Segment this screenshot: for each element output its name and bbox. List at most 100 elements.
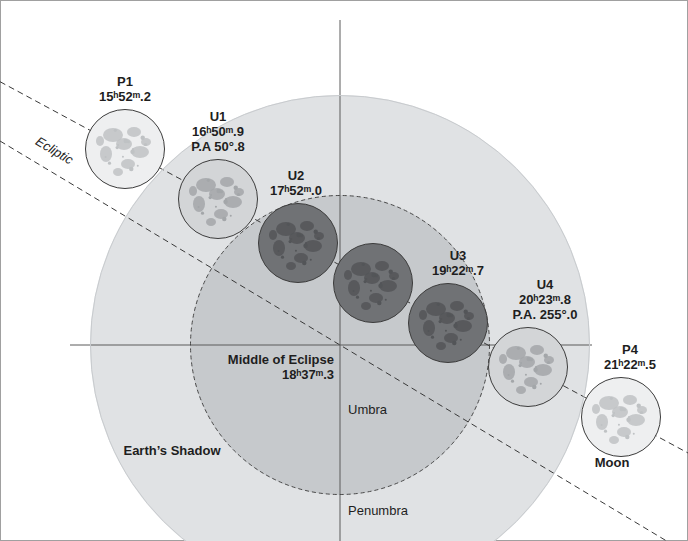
moon-face <box>582 378 661 457</box>
moon-crater <box>467 317 470 320</box>
moon-crater <box>287 223 290 226</box>
moon-mare <box>369 293 383 303</box>
label-block: P115ʰ52ᵐ.2 <box>99 74 151 104</box>
moon-crater <box>129 167 133 171</box>
contact-label: 20ʰ23ᵐ.8 <box>513 292 578 307</box>
moon-crater <box>289 240 292 243</box>
moon-crater <box>295 250 297 252</box>
moon-crater <box>201 212 204 215</box>
moon-crater <box>520 362 522 364</box>
moon-crater <box>612 414 615 417</box>
moon-crater <box>362 263 365 266</box>
contact-label: 17ʰ52ᵐ.0 <box>270 183 322 198</box>
moon-face <box>86 110 165 189</box>
moon-disc: U217ʰ52ᵐ.0 <box>258 203 338 283</box>
moon-crater <box>511 380 514 383</box>
shadow-edge <box>91 96 590 541</box>
moon-crater <box>105 156 107 158</box>
moon-crater <box>114 129 117 132</box>
moon-mare <box>304 240 322 252</box>
moon-mare <box>450 301 464 311</box>
moon-crater <box>625 435 629 439</box>
contact-label: U4 <box>513 277 578 292</box>
moon-crater <box>215 206 217 208</box>
moon-mare <box>289 232 305 244</box>
moon-mare <box>127 127 141 137</box>
moon-mare <box>623 395 637 405</box>
moon-crater <box>530 358 533 361</box>
moon-mare <box>627 414 645 426</box>
moon-crater <box>222 217 226 221</box>
moon-mare <box>189 186 197 196</box>
label-block: Earth’s Shadow <box>123 443 220 458</box>
moon-crater <box>626 418 630 422</box>
moon-mare <box>530 345 544 355</box>
moon-crater <box>460 339 462 341</box>
moon-mare <box>269 230 277 240</box>
moon-crater <box>108 162 111 165</box>
moon-crater <box>317 237 320 240</box>
moon-crater <box>356 296 359 299</box>
moon-crater <box>223 200 227 204</box>
moon-crater <box>508 374 510 376</box>
label-block: U420ʰ23ᵐ.8P.A. 255°.0 <box>513 277 578 322</box>
moon-mare <box>300 221 314 231</box>
moon-crater <box>601 424 603 426</box>
moon-crater <box>525 374 527 376</box>
moon-crater <box>116 146 119 149</box>
moon-mare <box>344 270 352 280</box>
moon-crater <box>378 284 382 288</box>
moon-crater <box>127 140 130 143</box>
moon-mare <box>214 209 228 219</box>
contact-label: 19ʰ22ᵐ.7 <box>432 263 484 278</box>
moon-shape <box>178 159 258 239</box>
moon-mare <box>519 356 535 368</box>
moon-crater <box>640 411 643 414</box>
moon-mare <box>224 196 242 208</box>
moon-crater <box>532 385 536 389</box>
moon-crater <box>604 430 607 433</box>
moon-disc: Middle of Eclipse18ʰ37ᵐ.3 <box>333 243 413 323</box>
moon-crater <box>623 408 626 411</box>
moon-mare <box>100 146 112 162</box>
moon-disc: U116ʰ50ᵐ.9P.A 50°.8 <box>178 159 258 239</box>
moon-crater <box>144 143 147 146</box>
moon-crater <box>517 347 520 350</box>
moon-mare <box>516 386 526 394</box>
moon-mare <box>116 138 132 150</box>
shadow-edge <box>191 196 490 495</box>
contact-label: P.A. 255°.0 <box>513 307 578 322</box>
moon-crater <box>290 238 292 240</box>
moon-disc: P421ʰ22ᵐ.5 <box>581 377 661 457</box>
label-block: Penumbra <box>348 503 408 518</box>
moon-crater <box>547 361 550 364</box>
moon-shape <box>258 203 338 283</box>
moon-mare <box>444 333 458 343</box>
moon-disc: U420ʰ23ᵐ.8P.A. 255°.0 <box>488 327 568 407</box>
moon-mare <box>96 136 104 146</box>
contact-label: P4 <box>604 342 656 357</box>
moon-face <box>334 244 413 323</box>
moon-crater <box>230 215 232 217</box>
moon-crater <box>377 301 381 305</box>
moon-mare <box>612 406 628 418</box>
moon-crater <box>210 194 212 196</box>
moon-mare <box>617 427 631 437</box>
moon-mare <box>609 436 619 444</box>
moon-crater <box>389 270 393 274</box>
moon-crater <box>519 364 522 367</box>
moon-mare <box>375 261 389 271</box>
moon-disc: P115ʰ52ᵐ.2 <box>85 109 165 189</box>
moon-crater <box>314 230 318 234</box>
moon-crater <box>431 336 434 339</box>
contact-label: P1 <box>99 74 151 89</box>
label-block: P421ʰ22ᵐ.5 <box>604 342 656 372</box>
moon-crater <box>364 280 367 283</box>
moon-mare <box>348 280 360 296</box>
contact-label: P.A 50°.8 <box>191 139 245 154</box>
moon-mare <box>206 218 216 226</box>
region-label: Umbra <box>348 402 387 417</box>
moon-shape <box>408 283 488 363</box>
moon-crater <box>633 433 635 435</box>
